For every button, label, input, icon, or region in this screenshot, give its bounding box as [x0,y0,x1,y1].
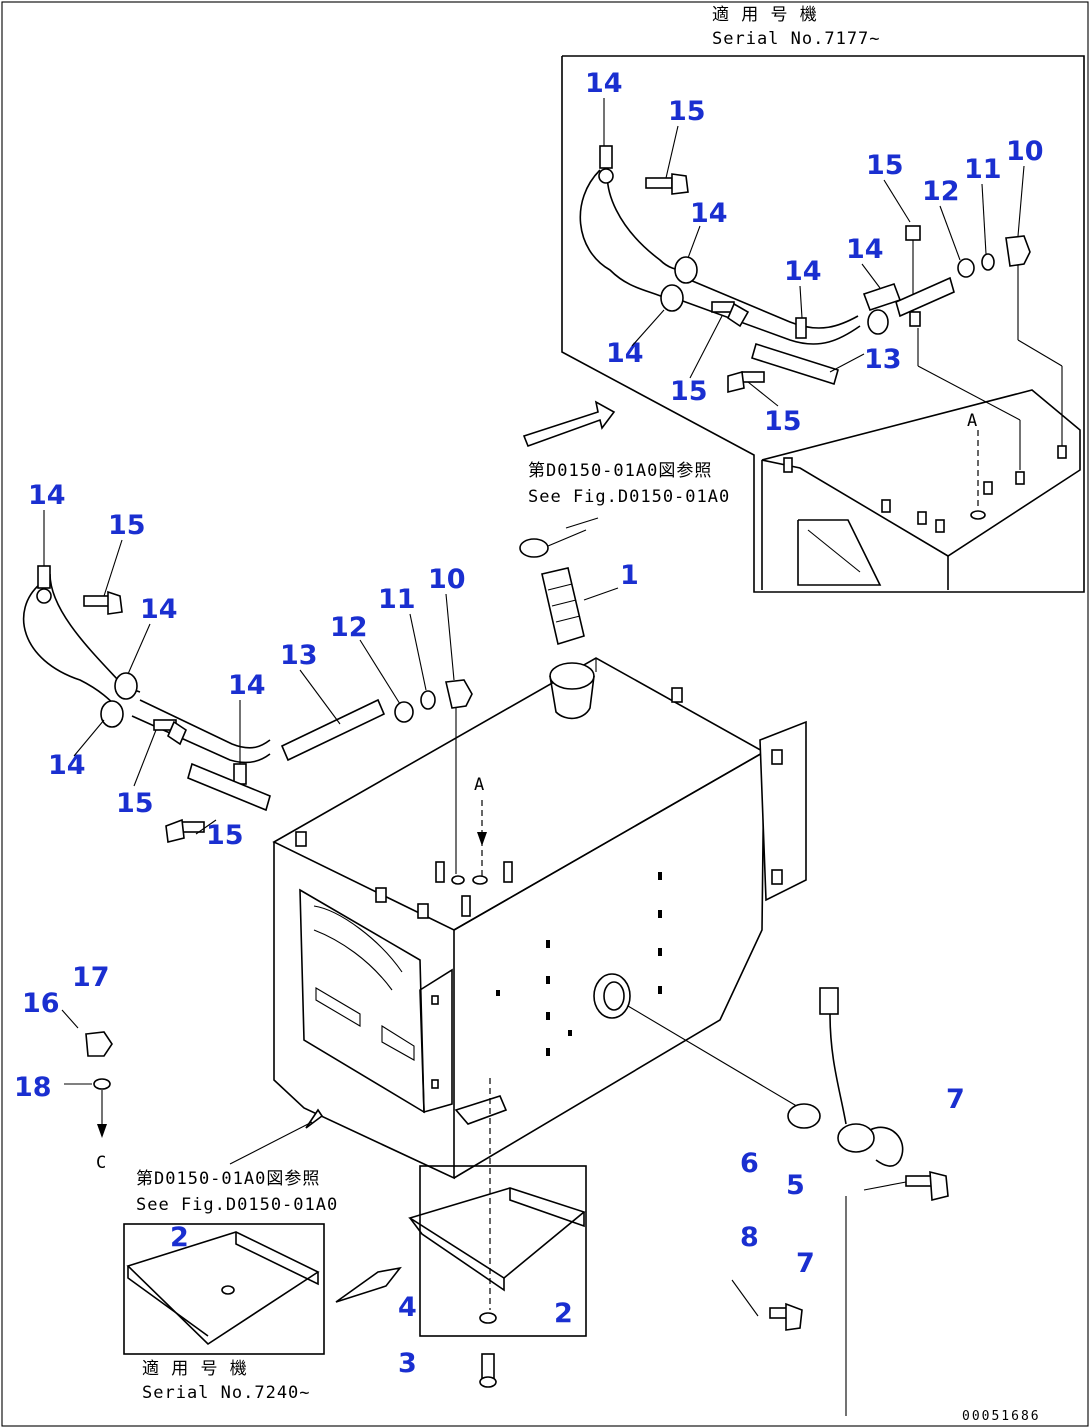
callout-label: 14 [28,480,66,511]
callout-label: 14 [784,256,822,287]
view-marker-a-main: A [474,775,485,795]
ref-note-top-jp: 第D0150-01A0図参照 [528,461,712,481]
inset-bottom-label-jp: 適 用 号 機 [142,1359,248,1379]
callout-label: 14 [228,670,266,701]
callout-label: 14 [585,68,623,99]
callout-label: 14 [846,234,884,265]
ref-note-top-en: See Fig.D0150-01A0 [528,487,730,507]
callout-label: 14 [140,594,178,625]
inset-bottom-left [123,1223,402,1355]
fuel-tank-body: A [272,657,807,1310]
callout-label: 13 [864,344,902,375]
callout-label: 7 [946,1084,965,1115]
callout-label: 10 [428,564,466,595]
callout-label: 15 [116,788,154,819]
inset-top-label-en: Serial No.7177~ [712,29,881,49]
filler-strainer [519,529,619,646]
callout-label: 15 [670,376,708,407]
callout-label: 3 [398,1348,417,1379]
callout-label: 6 [740,1148,759,1179]
callout-label: 2 [554,1298,573,1329]
callout-label: 11 [964,154,1002,185]
rivet-dots [496,872,662,1056]
callout-label: 14 [606,338,644,369]
hose-assembly-left [22,565,473,874]
callout-label: 14 [48,750,86,781]
inset-top-right: A [522,55,1085,593]
drawing-code: 00051686 [962,1409,1041,1424]
callout-label: 16 [22,988,60,1019]
drain-fitting: C [61,1009,113,1173]
view-marker-c: C [96,1153,107,1173]
ref-note-bottom-en: See Fig.D0150-01A0 [136,1195,338,1215]
callout-label: 15 [866,150,904,181]
part-callouts: 14 15 15 12 11 10 14 14 14 14 13 15 15 1… [14,68,1044,1379]
inset-top-label-jp: 適 用 号 機 [712,5,818,25]
callout-label: 15 [206,820,244,851]
callout-label: 17 [72,962,110,993]
callout-label: 15 [668,96,706,127]
callout-label: 1 [620,560,639,591]
callout-label: 14 [690,198,728,229]
view-marker-a-top: A [967,411,978,431]
callout-label: 10 [1006,136,1044,167]
callout-label: 12 [330,612,368,643]
callout-label: 13 [280,640,318,671]
callout-label: 8 [740,1222,759,1253]
bottom-guard [408,1165,587,1388]
callout-label: 18 [14,1072,52,1103]
ref-note-bottom-jp: 第D0150-01A0図参照 [136,1169,320,1189]
fuel-sender [731,987,949,1416]
callout-label: 15 [764,406,802,437]
callout-label: 7 [796,1248,815,1279]
callout-label: 12 [922,176,960,207]
callout-label: 5 [786,1170,805,1201]
callout-leaders [43,98,1025,835]
callout-label: 2 [170,1222,189,1253]
callout-label: 4 [398,1292,417,1323]
callout-label: 15 [108,510,146,541]
inset-bottom-label-en: Serial No.7240~ [142,1383,311,1403]
callout-label: 11 [378,584,416,615]
